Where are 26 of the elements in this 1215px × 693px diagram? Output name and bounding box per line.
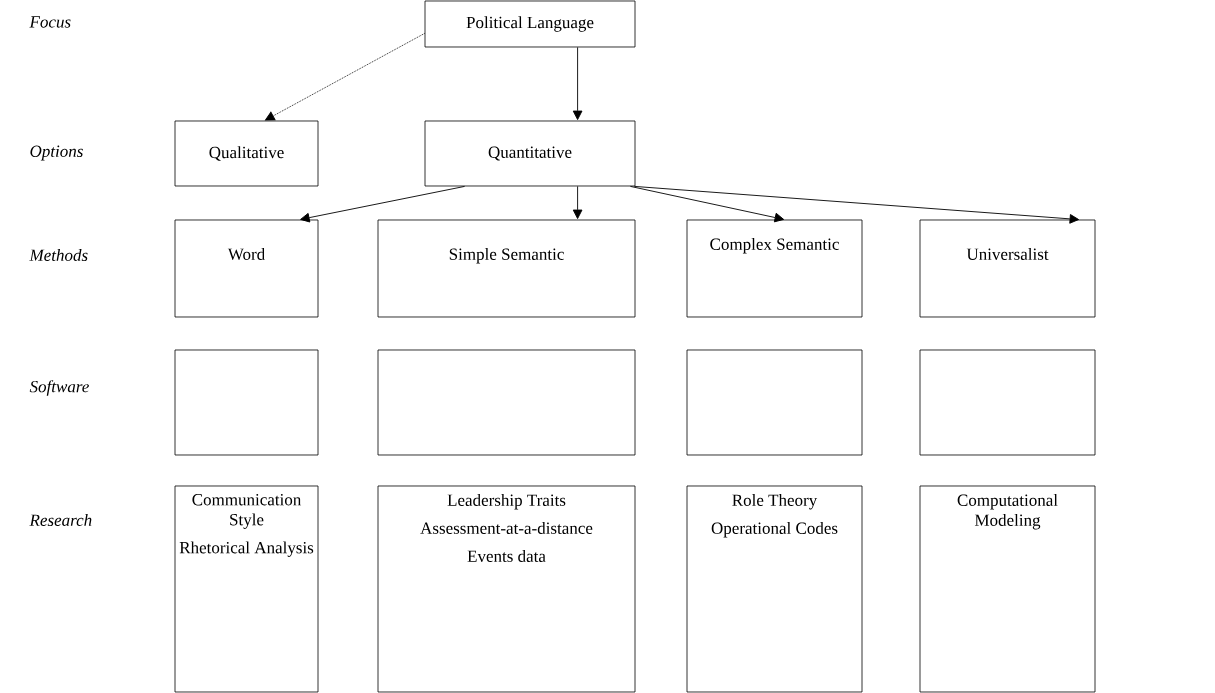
box: Computational Modeling bbox=[919, 485, 1096, 693]
arrow bbox=[572, 46, 583, 121]
box: Leadership Traits Assessment-at-a-distance Events data bbox=[377, 485, 636, 693]
row-label: Focus bbox=[29, 16, 71, 28]
arrow bbox=[629, 185, 785, 223]
row-label: Software bbox=[29, 380, 89, 396]
empty-box bbox=[174, 349, 319, 456]
box: Role Theory Operational Codes bbox=[686, 485, 863, 693]
box: Political Language bbox=[424, 0, 636, 48]
arrow bbox=[633, 185, 1080, 224]
empty-box bbox=[377, 349, 636, 456]
box: Qualitative bbox=[174, 120, 319, 187]
empty-box bbox=[919, 349, 1096, 456]
empty-box bbox=[686, 349, 863, 456]
box: Communication Style Rhetorical Analysis bbox=[174, 485, 319, 693]
box: Quantitative bbox=[424, 120, 636, 187]
arrow bbox=[572, 185, 583, 220]
arrow bbox=[265, 32, 426, 121]
row-label: Research bbox=[29, 514, 92, 526]
box: Simple Semantic bbox=[377, 219, 636, 318]
arrow bbox=[300, 185, 466, 223]
box: Complex Semantic bbox=[686, 219, 863, 318]
row-label: Methods bbox=[29, 249, 88, 261]
box: Universalist bbox=[919, 219, 1096, 318]
box: Word bbox=[174, 219, 319, 318]
row-label: Options bbox=[30, 145, 83, 161]
